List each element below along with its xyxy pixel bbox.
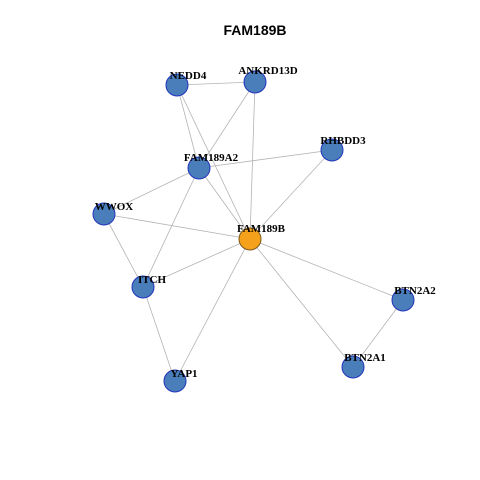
node-circle-fam189a2 (187, 156, 211, 180)
edge-fam189a2-wwox (103, 167, 200, 215)
node-label-yap1: YAP1 (170, 368, 197, 380)
edge-btn2a2-btn2a1 (352, 299, 404, 368)
edge-fam189a2-fam189b (198, 167, 251, 240)
node-yap1: YAP1 (163, 368, 198, 393)
node-label-fam189b: FAM189B (237, 223, 286, 235)
node-label-rhbdd3: RHBDD3 (320, 135, 366, 147)
edge-nedd4-fam189a2 (176, 84, 200, 169)
node-fam189a2: FAM189A2 (184, 152, 239, 180)
node-circle-wwox (92, 202, 116, 226)
node-btn2a1: BTN2A1 (341, 352, 386, 379)
node-label-btn2a2: BTN2A2 (394, 285, 436, 297)
node-circle-yap1 (163, 369, 187, 393)
node-nedd4: NEDD4 (165, 70, 207, 97)
edge-wwox-itch (103, 213, 144, 288)
edge-fam189b-btn2a1 (249, 238, 354, 368)
edge-nedd4-fam189b (176, 84, 251, 240)
edge-fam189a2-itch (142, 167, 200, 288)
edge-nedd4-ankrd13d (176, 81, 256, 86)
node-itch: ITCH (131, 274, 167, 299)
edge-ankrd13d-fam189a2 (198, 81, 256, 169)
node-label-wwox: WWOX (95, 201, 134, 213)
node-label-itch: ITCH (138, 274, 167, 286)
node-label-fam189a2: FAM189A2 (184, 152, 239, 164)
node-ankrd13d: ANKRD13D (238, 65, 298, 94)
edge-rhbdd3-fam189b (249, 149, 333, 240)
edge-itch-yap1 (142, 286, 176, 382)
node-circle-btn2a1 (341, 355, 365, 379)
node-circle-fam189b (238, 227, 262, 251)
node-wwox: WWOX (92, 201, 134, 226)
node-label-ankrd13d: ANKRD13D (238, 65, 297, 77)
node-circle-nedd4 (165, 73, 189, 97)
node-label-btn2a1: BTN2A1 (344, 352, 386, 364)
node-circle-btn2a2 (391, 288, 415, 312)
node-circle-ankrd13d (243, 70, 267, 94)
node-circle-rhbdd3 (320, 138, 344, 162)
node-rhbdd3: RHBDD3 (320, 135, 366, 162)
edge-wwox-fam189b (103, 213, 251, 240)
edge-fam189b-btn2a2 (249, 238, 404, 301)
edges-layer (103, 81, 404, 382)
edge-fam189a2-rhbdd3 (198, 149, 333, 169)
edge-yap1-fam189b (174, 238, 251, 382)
node-fam189b: FAM189B (237, 223, 286, 251)
diagram-title: FAM189B (223, 22, 286, 38)
edge-itch-fam189b (142, 238, 251, 288)
node-circle-itch (131, 275, 155, 299)
node-btn2a2: BTN2A2 (391, 285, 436, 312)
node-label-nedd4: NEDD4 (170, 70, 207, 82)
